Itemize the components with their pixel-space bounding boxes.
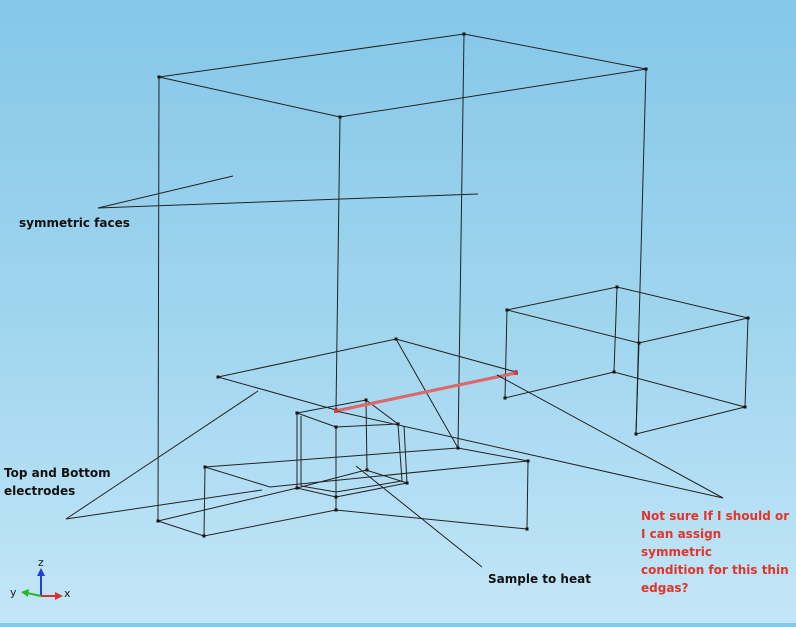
axis-z-label: z [38,556,44,569]
highlighted-vertex[interactable] [514,371,518,375]
sample-block-edge-5 [397,423,403,482]
vertex-point[interactable] [364,398,368,402]
axis-y-line [26,592,42,597]
vertex-point[interactable] [615,285,619,289]
vertex-point[interactable] [644,67,648,71]
callout-symmetric-2 [97,193,479,209]
vertex-point[interactable] [505,308,509,312]
side-box-edge-1 [504,309,508,399]
tall-box-edge-front-right [335,116,341,411]
sample-block-bottom [296,469,408,498]
callout-electrodes-1 [65,390,259,520]
vertex-point[interactable] [503,396,507,400]
vertex-point[interactable] [743,405,747,409]
vertex-point[interactable] [295,411,299,415]
vertex-point[interactable] [202,534,206,538]
vertex-point[interactable] [216,375,220,379]
side-box-bottom-face [504,371,746,435]
sample-block-edge-6 [403,425,408,484]
vertex-point[interactable] [525,527,529,531]
vertex-point[interactable] [334,425,338,429]
axis-y-arrow [21,589,29,597]
vertex-point[interactable] [203,465,207,469]
lower-box-edge-2 [526,460,529,530]
highlighted-thin-edge [335,371,517,413]
side-box-edge-4 [635,342,640,435]
sample-block-edge-4 [365,399,368,471]
callout-note-2 [496,374,724,499]
highlighted-vertex[interactable] [334,409,338,413]
vertex-point[interactable] [394,337,398,341]
vertex-point[interactable] [526,459,530,463]
symmetric-condition-note: Not sure If I should or I can assign sym… [641,509,790,595]
side-box-edge-3 [744,317,749,408]
lower-box-edge-3 [157,487,298,522]
side-box-edge-2 [613,286,618,373]
side-box-top-face [506,286,749,344]
lower-box-bottom-edges [157,509,528,537]
axis-x-arrow [55,592,63,600]
vertex-point[interactable] [396,422,400,426]
electrodes-label: Top and Bottom electrodes [4,466,111,498]
tall-box-top-face [158,33,647,118]
vertex-point[interactable] [462,32,466,36]
vertex-point[interactable] [365,468,369,472]
vertex-point[interactable] [405,481,409,485]
lower-box-edge-1 [203,466,206,537]
electrode-plane-edge [395,338,459,449]
axis-x-label: x [64,587,71,600]
vertex-point[interactable] [612,370,616,374]
axis-triad: z y x [10,556,71,600]
vertex-point[interactable] [637,341,641,345]
callout-sample [355,465,483,568]
tall-box-edge-back-left [457,33,465,449]
vertex-point[interactable] [156,519,160,523]
sample-label: Sample to heat [488,572,591,586]
callout-note-1 [335,410,724,499]
callout-symmetric-1 [97,175,234,209]
vertex-point[interactable] [456,446,460,450]
vertex-point[interactable] [334,495,338,499]
tall-box-edge-front-left [157,76,160,522]
vertex-point[interactable] [295,486,299,490]
callout-electrodes-2 [65,489,263,520]
axis-y-label: y [10,586,17,599]
vertex-point[interactable] [334,508,338,512]
vertex-point[interactable] [746,316,750,320]
axis-z-arrow [37,568,45,576]
vertex-point[interactable] [157,75,161,79]
vertex-point[interactable] [338,115,342,119]
symmetric-faces-label: symmetric faces [19,216,130,230]
vertex-point[interactable] [634,432,638,436]
